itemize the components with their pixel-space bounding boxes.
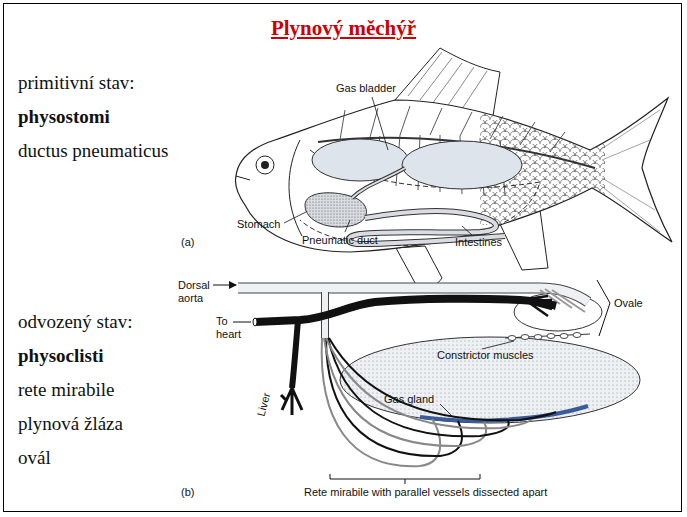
part-label: Dorsal aorta — [178, 279, 214, 305]
side-text: rete mirabile — [18, 379, 115, 401]
part-label: Gas gland — [384, 393, 434, 406]
side-term: physoclisti — [18, 345, 104, 367]
part-label: Ovale — [614, 297, 643, 310]
part-label: To heart — [216, 315, 250, 341]
side-text: ovál — [18, 447, 51, 469]
panel-letter: (a) — [181, 236, 194, 249]
side-text: primitivní stav: — [18, 72, 135, 94]
part-label: Intestines — [455, 236, 502, 249]
side-text: plynová žláza — [18, 413, 123, 435]
part-label: Liver — [255, 391, 274, 417]
part-label: Pneumatic duct — [302, 234, 378, 247]
part-label: Rete mirabile with parallel vessels diss… — [304, 486, 547, 499]
part-label: Constrictor muscles — [437, 349, 534, 362]
title: Plynový měchýř — [0, 16, 687, 41]
side-term: physostomi — [18, 106, 110, 128]
part-label: Gas bladder — [336, 82, 396, 95]
side-text: odvozený stav: — [18, 311, 133, 333]
panel-letter: (b) — [181, 486, 194, 499]
side-text: ductus pneumaticus — [18, 140, 168, 162]
part-label: Stomach — [237, 218, 280, 231]
